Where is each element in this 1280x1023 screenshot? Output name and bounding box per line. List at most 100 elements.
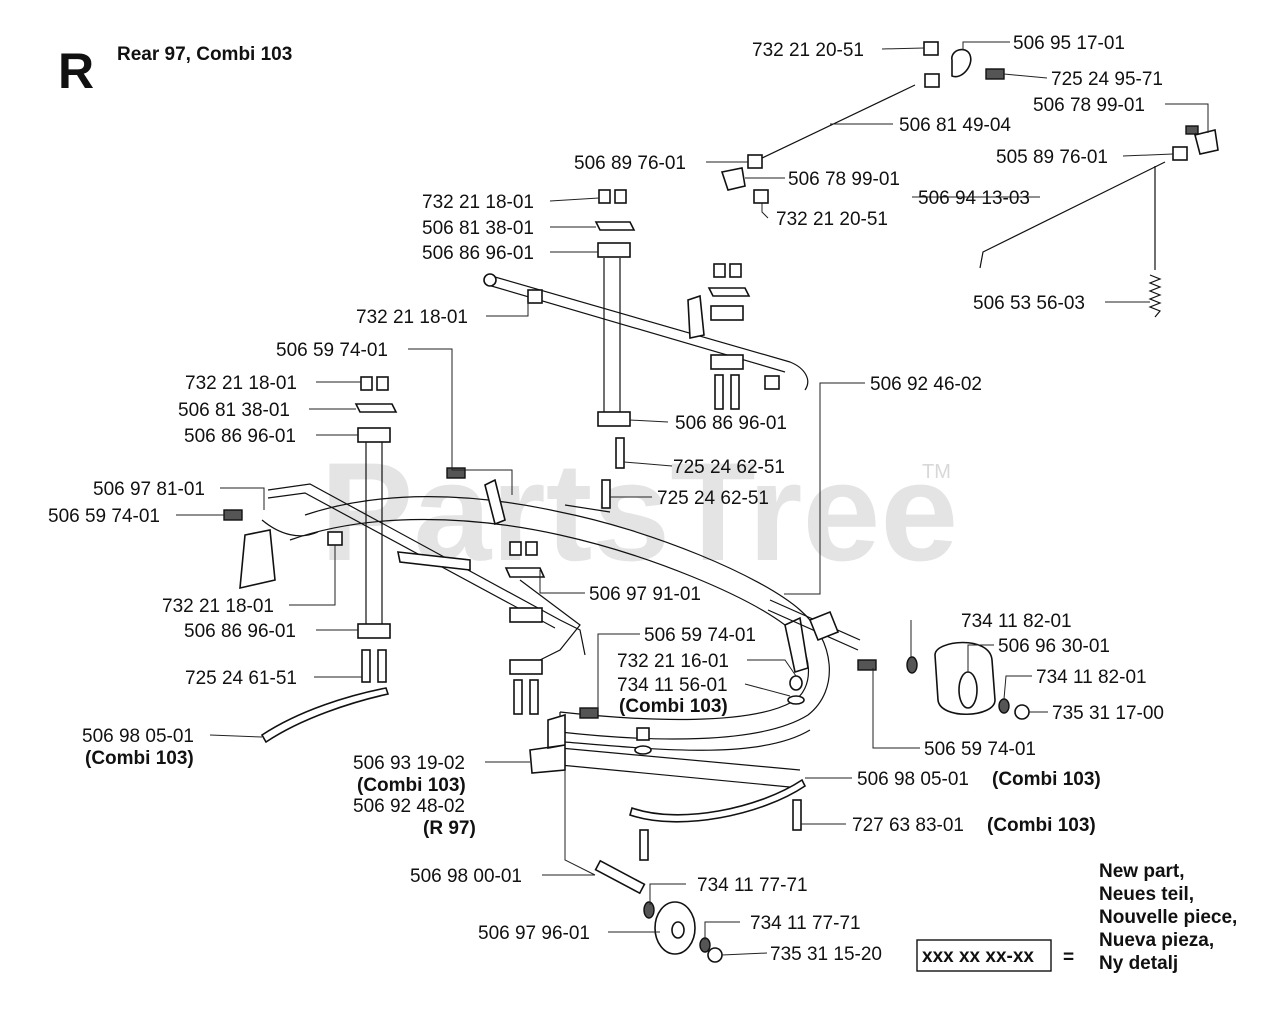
front-rail	[559, 747, 801, 789]
callout-label: 506 59 74-01	[924, 739, 1036, 760]
callout-label: 506 81 38-01	[178, 400, 290, 421]
front-roller-hub	[671, 921, 685, 939]
front-bracket	[529, 713, 566, 774]
middle-stack-nut-1	[598, 189, 611, 204]
right-strap-bolt	[792, 799, 802, 831]
callout-label: 506 92 46-02	[870, 374, 982, 395]
legend-line: Ny detalj	[1099, 953, 1178, 974]
callout-label: 735 31 15-20	[770, 944, 882, 965]
pivot-lever	[484, 478, 506, 526]
legend-line: Nueva pieza,	[1099, 930, 1214, 951]
callout-label: 506 86 96-01	[675, 413, 787, 434]
callout-label: 505 89 76-01	[996, 147, 1108, 168]
legend-line: Nouvelle piece,	[1099, 907, 1237, 928]
callout-label: 734 11 82-01	[1036, 667, 1147, 688]
callout-label: 725 24 95-71	[1051, 69, 1163, 90]
front-clip	[707, 947, 723, 963]
right-small-bolt	[1185, 125, 1199, 135]
middle-stack-bolt-1	[615, 437, 625, 469]
callout-label: 725 24 62-51	[673, 457, 785, 478]
spring-506-53-56	[1148, 274, 1162, 318]
middle-stack-plate	[594, 221, 636, 231]
watermark: PartsTree TM	[320, 433, 958, 590]
upper-bolt-506-59-74	[446, 467, 466, 479]
right-washer-1	[906, 656, 918, 674]
callout-label: 735 31 17-00	[1052, 703, 1164, 724]
callout-label: 732 21 16-01	[617, 651, 729, 672]
top-rod-506-81-49	[757, 84, 916, 161]
callout-label: 732 21 18-01	[422, 192, 534, 213]
middle-stack-bolt-2	[601, 479, 611, 509]
callout-label: 506 81 38-01	[422, 218, 534, 239]
main-frame	[304, 496, 830, 740]
callout-label: 506 59 74-01	[276, 340, 388, 361]
mid-rod-end-506-78-99	[720, 167, 746, 191]
left-spacer-nut	[327, 531, 343, 546]
left-strap	[260, 687, 390, 744]
right-stack-plate	[707, 287, 751, 297]
callout-label: 506 81 49-04	[899, 115, 1011, 136]
mid-bolt-506-59-74	[579, 707, 599, 719]
front-washer-2	[699, 937, 711, 953]
left-stack-bolt-2	[377, 649, 387, 683]
front-stack-nut-1	[509, 541, 522, 556]
left-stack-nut-1	[360, 376, 373, 391]
top-nut-2	[924, 73, 940, 88]
legend-line: New part,	[1099, 861, 1185, 882]
callout-label: 732 21 20-51	[752, 40, 864, 61]
callout-label: 506 98 00-01	[410, 866, 522, 887]
callout-label: 506 97 96-01	[478, 923, 590, 944]
small-arm-506-97-91	[519, 579, 581, 661]
callout-label: 732 21 18-01	[185, 373, 297, 394]
top-nut-732-21-20	[923, 41, 939, 56]
upper-rod-2	[267, 492, 556, 629]
left-stack-clamp-1	[357, 427, 391, 443]
right-stack-bolt-2	[730, 374, 740, 410]
upper-bar-end	[483, 273, 497, 287]
left-stack-nut-2	[376, 376, 389, 391]
front-washer-1	[643, 901, 655, 919]
center-nut	[789, 675, 803, 691]
callout-note: (Combi 103)	[987, 815, 1096, 836]
right-nut-505-89-76	[1172, 146, 1188, 161]
right-bolt-506-59-74	[857, 659, 877, 671]
callout-note: (Combi 103)	[357, 775, 466, 796]
callout-label: 506 95 17-01	[1013, 33, 1125, 54]
callout-label: 734 11 82-01	[961, 611, 1072, 632]
watermark-text: PartsTree	[320, 433, 958, 590]
callout-label: 506 94 13-03	[918, 188, 1030, 209]
right-washer-2	[998, 698, 1010, 714]
callout-label: 506 98 05-01	[82, 726, 194, 747]
right-rod-506-94-13	[979, 161, 1166, 269]
middle-stack-clamp-1	[597, 242, 631, 258]
callout-label: 506 98 05-01	[857, 769, 969, 790]
middle-stack-clamp-2	[597, 411, 631, 427]
watermark-tm: TM	[922, 461, 951, 483]
right-axle-block	[808, 610, 840, 642]
right-stack-nut-2	[729, 263, 742, 278]
left-curve	[261, 519, 319, 537]
left-stack-bolt-1	[361, 649, 371, 683]
center-washer	[787, 695, 805, 705]
right-strap	[629, 778, 807, 823]
top-bolt-725-24-95	[985, 68, 1005, 80]
callout-label: 506 97 81-01	[93, 479, 205, 500]
legend: xxx xx xx-xx = New part, Neues teil, Nou…	[916, 861, 1237, 974]
callout-note: (R 97)	[423, 818, 476, 839]
right-roller-hub	[958, 671, 978, 709]
right-stack-bolt-1	[714, 374, 724, 410]
legend-line: Neues teil,	[1099, 884, 1194, 905]
front-stack-bolt-1	[513, 679, 523, 715]
upper-bar	[487, 274, 809, 391]
callout-label: 506 78 99-01	[1033, 95, 1145, 116]
callout-label: 506 86 96-01	[422, 243, 534, 264]
callout-label: 732 21 18-01	[162, 596, 274, 617]
callout-label: 506 59 74-01	[48, 506, 160, 527]
callout-label: 734 11 77-71	[750, 913, 861, 934]
callout-label: 506 96 30-01	[998, 636, 1110, 657]
front-stack-bolt-2	[529, 679, 539, 715]
callout-labels: 732 21 20-51 506 95 17-01 725 24 95-71 5…	[48, 33, 1164, 965]
callout-label: 734 11 77-71	[697, 875, 808, 896]
legend-equals: =	[1063, 947, 1074, 968]
